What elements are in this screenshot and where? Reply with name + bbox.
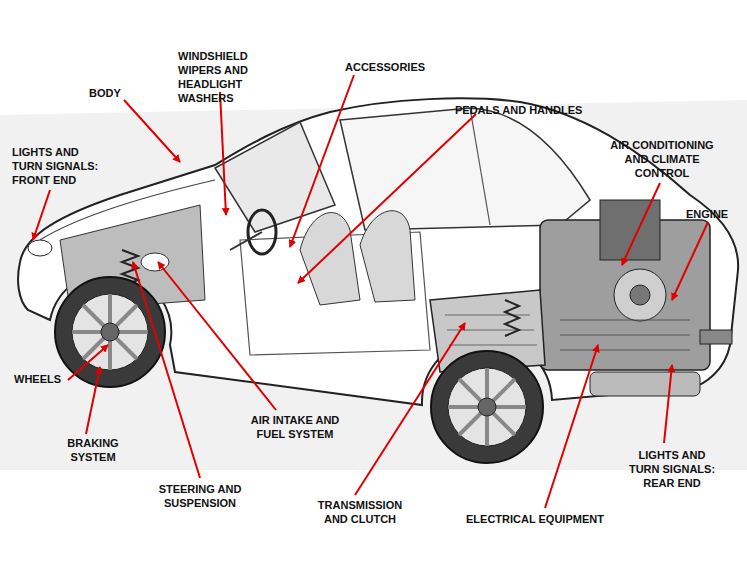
front-tire <box>55 277 165 387</box>
suspension-spring <box>505 300 519 336</box>
part-label: TRANSMISSION AND CLUTCH <box>312 498 408 526</box>
rear-rim <box>448 368 526 446</box>
rear-tire <box>431 351 543 463</box>
part-label: ELECTRICAL EQUIPMENT <box>466 512 604 526</box>
window-pillar <box>470 108 490 225</box>
leader-line <box>664 365 672 443</box>
leader-line <box>133 262 200 478</box>
part-label: PEDALS AND HANDLES <box>455 103 582 117</box>
fan-pulley <box>614 269 666 321</box>
leader-lines <box>33 75 708 508</box>
leader-line <box>158 262 276 410</box>
fuel-cap <box>141 253 169 271</box>
rim-spokes <box>448 368 526 446</box>
leader-line <box>622 183 660 265</box>
part-label: WINDSHIELD WIPERS AND HEADLIGHT WASHERS <box>178 49 290 105</box>
pulley-hub <box>630 285 650 305</box>
part-label: LIGHTS AND TURN SIGNALS: FRONT END <box>12 145 107 187</box>
steering-column <box>230 232 262 250</box>
leader-line <box>33 190 50 240</box>
part-label: ACCESSORIES <box>345 60 425 74</box>
leader-line <box>124 100 180 162</box>
part-label: ENGINE <box>686 207 728 221</box>
cooling-fan-housing <box>600 200 660 260</box>
background-band <box>0 100 747 470</box>
leader-line <box>220 92 226 215</box>
leader-line <box>545 345 598 508</box>
part-label: BRAKING SYSTEM <box>62 436 124 464</box>
part-label: AIR INTAKE AND FUEL SYSTEM <box>242 413 348 441</box>
headlight <box>28 240 52 256</box>
side-window <box>340 108 590 230</box>
leader-line <box>298 114 476 283</box>
part-label: STEERING AND SUSPENSION <box>152 482 248 510</box>
leader-line <box>86 367 100 434</box>
exhaust-muffler <box>590 372 700 396</box>
seat <box>360 211 415 302</box>
wheel-hub <box>101 323 119 341</box>
part-label: AIR CONDITIONING AND CLIMATE CONTROL <box>603 138 721 180</box>
seat <box>300 213 360 305</box>
transmission-ribs <box>445 315 537 345</box>
tail-light <box>700 330 732 344</box>
wheel-hub <box>478 398 496 416</box>
rim-spokes <box>72 294 148 370</box>
part-label: LIGHTS AND TURN SIGNALS: REAR END <box>624 448 720 490</box>
part-label: BODY <box>89 86 121 100</box>
part-label: WHEELS <box>14 372 61 386</box>
leader-line <box>355 323 465 495</box>
leader-line <box>672 222 708 300</box>
leader-line <box>68 345 108 380</box>
car-body <box>18 98 738 405</box>
front-rim <box>72 294 148 370</box>
leader-line <box>290 75 354 247</box>
cylinder-fins <box>560 320 690 350</box>
